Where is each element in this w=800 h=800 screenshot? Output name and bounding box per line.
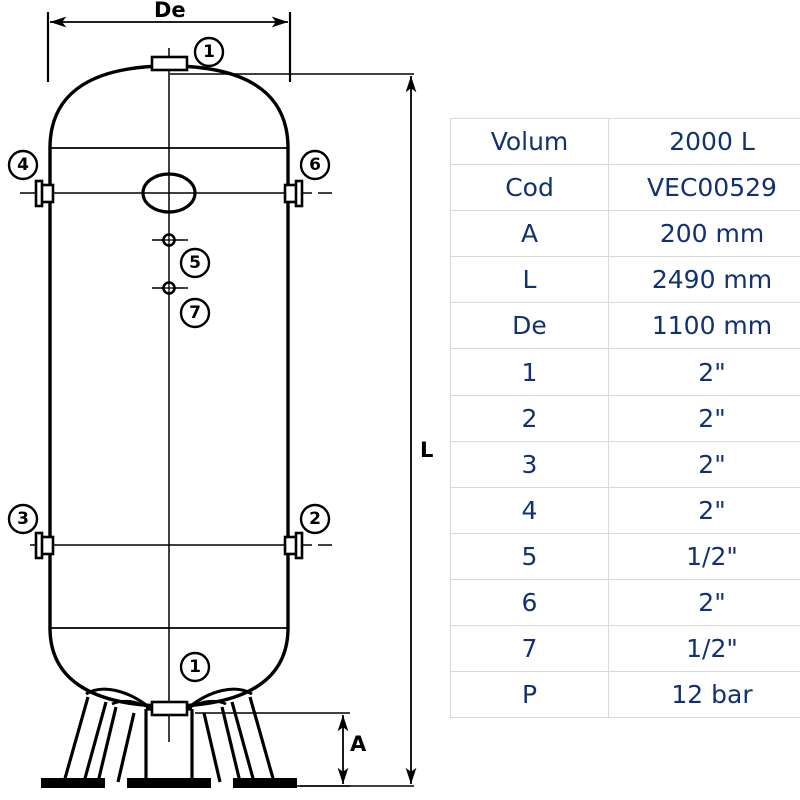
leg-right-outer-inner-edge [230,701,256,783]
nozzle-6-flange [294,179,304,208]
leg-left-inner-edge [116,712,136,783]
callout-label-top-nozzle: 1 [203,42,215,62]
callout-label-right-lower-nozzle: 2 [309,509,321,529]
callout-circle-4 [7,149,39,181]
callout-label-bottom-drain-nozzle: 1 [189,657,201,677]
centerline-port-crosses [163,234,175,294]
manhole-outline [141,172,197,214]
leg-left-outer [62,696,90,783]
spec-value-cell: 2" [608,578,800,627]
leg-right-inner-edge [202,712,222,783]
spec-value-cell: 12 bar [608,671,800,719]
spec-value-cell: 200 mm [608,210,800,258]
a-dimension-label: A [350,732,367,756]
callout-label-left-upper-nozzle: 4 [17,155,29,175]
spec-value-cell: VEC00529 [608,164,800,212]
spec-label-cell: 3 [450,440,609,488]
spec-label-cell: P [450,671,609,719]
callout-label-centerline-upper-port: 5 [189,253,201,273]
spec-label-cell: 4 [450,486,609,534]
lower-side-nozzles [34,531,304,560]
base-plate-center [127,778,211,788]
upper-side-nozzles [34,179,304,208]
leg-right-collar-outer [187,687,253,710]
spec-label-cell: 6 [450,578,609,627]
l-dimension-label: L [420,438,434,462]
dimension-lines [46,12,417,787]
callout-circle-6 [299,149,331,181]
spec-label-cell: 2 [450,394,609,442]
top-nozzle-1 [150,55,189,72]
spec-label-cell: De [450,302,609,350]
spec-value-cell: 2" [608,394,800,442]
spec-value-cell: 2" [608,348,800,396]
spec-label-cell: L [450,256,609,304]
callout-label-centerline-lower-port: 7 [189,303,201,323]
leg-right-inner [220,706,242,783]
spec-label-cell: Volum [450,117,609,166]
leg-left-outer-inner-edge [82,701,108,783]
leg-base-plates [41,778,297,788]
leg-left-collar-outer [85,687,151,710]
callout-circle-5 [179,247,211,279]
leg-left-inner [96,706,118,783]
spec-value-cell: 2000 L [608,117,800,166]
de-dimension-label: De [154,0,186,22]
callout-circle-7 [179,297,211,329]
manhole-ellipse [141,172,197,214]
spec-label-cell: 7 [450,625,609,673]
spec-value-cell: 1/2" [608,625,800,673]
spec-label-cell: A [450,210,609,258]
callout-label-right-upper-nozzle: 6 [309,155,321,175]
bottom-nozzle-flange [150,700,189,717]
spec-value-cell: 1100 mm [608,302,800,350]
nozzle-4-flange [34,179,44,208]
spec-label-cell: 1 [450,348,609,396]
spec-value-cell: 1/2" [608,532,800,580]
callout-circle-bottom-1 [179,651,211,683]
top-nozzle-flange [150,55,189,72]
weld-seam-lines [50,147,288,629]
callout-circle-2 [299,503,331,535]
leg-right-outer [248,696,276,783]
callout-circles [7,36,331,683]
spec-value-cell: 2" [608,440,800,488]
base-plate-right [233,778,297,788]
bottom-drain-nozzle-1 [150,700,189,717]
callout-label-left-lower-nozzle: 3 [17,509,29,529]
callout-circle-top-1 [193,36,225,68]
callout-circle-3 [7,503,39,535]
nozzle-2-flange [294,531,304,560]
spec-value-cell: 2" [608,486,800,534]
nozzle-3-flange [34,531,44,560]
spec-value-cell: 2490 mm [608,256,800,304]
base-plate-left [41,778,105,788]
spec-label-cell: 5 [450,532,609,580]
spec-label-cell: Cod [450,164,609,212]
